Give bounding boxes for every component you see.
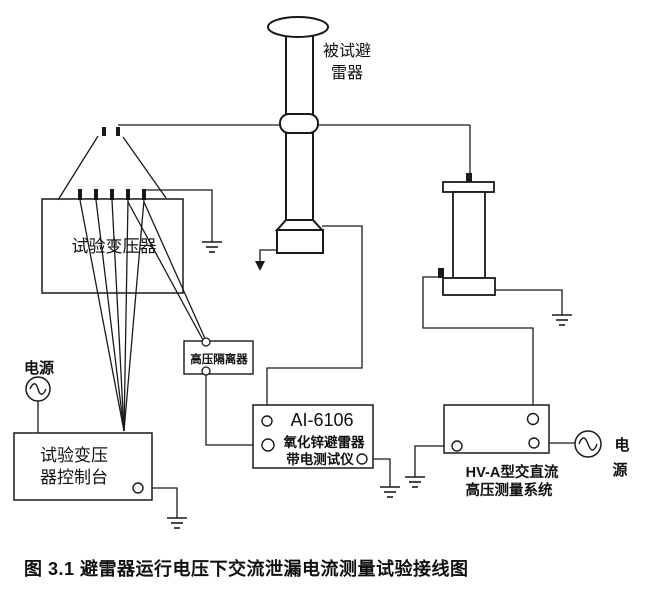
console-label-line2: 器控制台 bbox=[40, 468, 108, 487]
sine-wave-icon bbox=[29, 383, 47, 395]
arrester-upper-column bbox=[285, 31, 314, 117]
test-transformer-label: 试验变压器 bbox=[72, 237, 157, 256]
console-label-line1: 试验变压 bbox=[40, 446, 108, 465]
divider-top-cap bbox=[442, 181, 495, 193]
console-box bbox=[13, 432, 153, 501]
sine-wave-icon bbox=[578, 437, 598, 451]
tester-name-line2: 带电测试仪 bbox=[286, 451, 354, 467]
apex-left-line bbox=[57, 135, 99, 201]
hva-name-line1: HV-A型交直流 bbox=[466, 463, 559, 481]
fan-wire-5 bbox=[123, 199, 145, 432]
ground-symbols bbox=[167, 241, 572, 529]
fan-wire-1 bbox=[79, 199, 125, 432]
power-source-right: 电 源 bbox=[574, 430, 630, 479]
bushing-icon bbox=[94, 189, 98, 200]
ground-icon bbox=[167, 517, 187, 529]
earth-arrow-icon bbox=[255, 261, 265, 271]
fan-wire-2 bbox=[95, 199, 125, 432]
hv-isolator: 高压隔离器 bbox=[183, 337, 254, 376]
tested-arrester: 被试避 雷器 bbox=[267, 16, 371, 254]
divider-to-hva-wire bbox=[422, 276, 534, 412]
test-transformer: 试验变压器 bbox=[41, 127, 184, 294]
tested-arrester-label-1: 被试避 bbox=[323, 42, 371, 60]
arrester-flange bbox=[274, 219, 325, 231]
isolator-bottom-terminal bbox=[201, 366, 211, 376]
arrester-earth-wire bbox=[259, 249, 277, 261]
arrester-grading-ring bbox=[279, 113, 319, 134]
hv-divider bbox=[438, 173, 496, 296]
arrester-top-electrode bbox=[267, 16, 329, 38]
isolator-to-tester-wire bbox=[205, 374, 261, 446]
isolator-feed-wire-1 bbox=[127, 201, 204, 341]
fan-wire-3 bbox=[111, 199, 125, 432]
power-left-label: 电源 bbox=[24, 359, 54, 377]
divider-top-terminal bbox=[466, 173, 472, 183]
console-ground-terminal bbox=[132, 482, 144, 494]
wires bbox=[37, 124, 575, 518]
hv-isolator-label: 高压隔离器 bbox=[190, 352, 248, 366]
wiring-diagram: 被试避 雷器 试验变压器 高压隔离器 A bbox=[13, 16, 630, 529]
tester-box bbox=[252, 404, 374, 469]
power-right-label-2: 源 bbox=[612, 461, 627, 479]
apex-terminal-icon bbox=[102, 127, 106, 136]
divider-ground-wire bbox=[495, 289, 563, 315]
ground-icon bbox=[552, 314, 572, 326]
isolator-box bbox=[183, 340, 254, 375]
hva-top-terminal bbox=[526, 412, 540, 426]
arrester-base bbox=[276, 229, 324, 254]
transformer-bushings bbox=[78, 127, 146, 200]
transformer-ground-wire bbox=[146, 189, 213, 242]
divider-base-terminal bbox=[438, 268, 444, 278]
apex-terminal-icon bbox=[116, 127, 120, 136]
tester-ground-wire bbox=[368, 458, 391, 487]
zno-tester: AI-6106 氧化锌避雷器 带电测试仪 bbox=[252, 404, 374, 469]
bushing-icon bbox=[78, 189, 82, 200]
bushing-icon bbox=[126, 189, 130, 200]
tested-arrester-label-2: 雷器 bbox=[331, 64, 363, 82]
arrester-to-tester-wire bbox=[266, 225, 363, 415]
hva-right-terminal bbox=[528, 437, 540, 449]
figure-caption: 图 3.1 避雷器运行电压下交流泄漏电流测量试验接线图 bbox=[24, 559, 469, 579]
hv-measurement-system: HV-A型交直流 高压测量系统 bbox=[443, 404, 559, 499]
tester-mid-terminal bbox=[261, 438, 275, 452]
hva-name-line2: 高压测量系统 bbox=[466, 481, 553, 499]
ground-icon bbox=[405, 476, 425, 488]
arrester-lower-column bbox=[285, 132, 314, 221]
bushing-icon bbox=[110, 189, 114, 200]
ground-icon bbox=[380, 486, 400, 498]
console-ground-wire bbox=[143, 487, 178, 518]
ground-icon bbox=[202, 241, 222, 253]
hva-left-terminal bbox=[451, 440, 463, 452]
tester-name-line1: 氧化锌避雷器 bbox=[283, 434, 365, 450]
tester-ground-terminal bbox=[356, 453, 368, 465]
fan-wire-4 bbox=[123, 199, 129, 432]
bushing-icon bbox=[142, 189, 146, 200]
power-source-left: 电源 bbox=[24, 359, 54, 402]
control-console: 试验变压 器控制台 bbox=[13, 432, 153, 501]
isolator-top-terminal bbox=[201, 337, 211, 347]
divider-base bbox=[442, 277, 496, 296]
tester-model-label: AI-6106 bbox=[290, 410, 353, 430]
apex-right-line bbox=[122, 136, 167, 199]
tester-top-terminal bbox=[261, 415, 273, 427]
isolator-feed-wire-2 bbox=[143, 201, 208, 344]
power-right-label-1: 电 bbox=[614, 436, 629, 454]
hva-ground-wire bbox=[414, 445, 451, 477]
divider-column bbox=[452, 191, 486, 279]
